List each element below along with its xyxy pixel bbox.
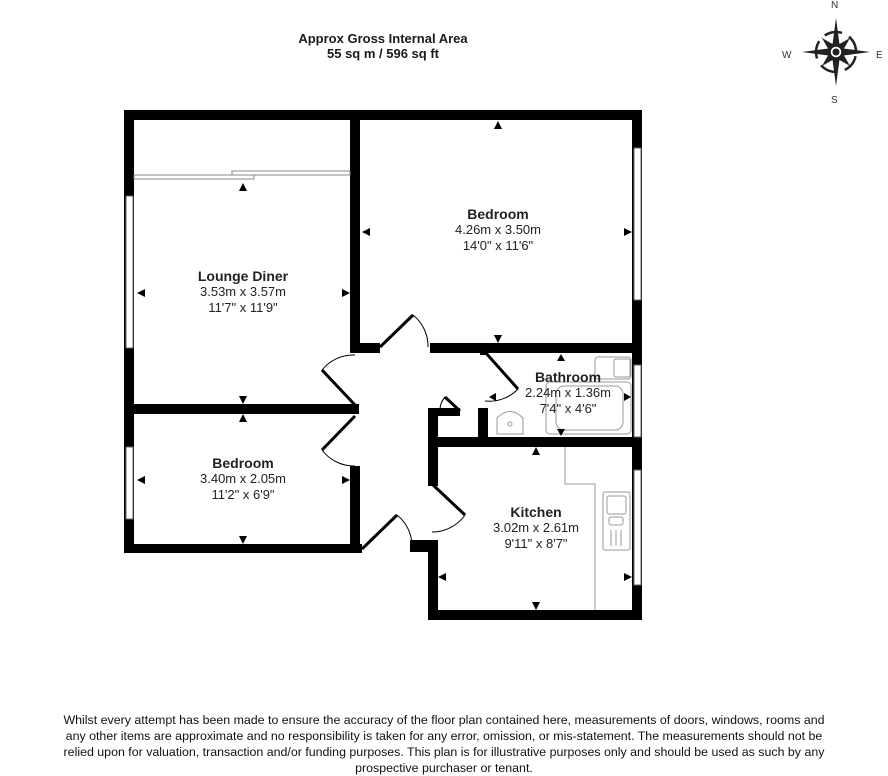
doors xyxy=(320,313,520,551)
room-imperial: 9'11" x 8'7" xyxy=(504,536,568,551)
window-bedroom2 xyxy=(125,446,134,520)
bathroom-fixtures xyxy=(496,356,632,435)
disclaimer: Whilst every attempt has been made to en… xyxy=(0,712,888,776)
gross-area-heading: Approx Gross Internal Area xyxy=(298,31,468,46)
room-metric: 2.24m x 1.36m xyxy=(525,385,611,400)
gross-area-title: Approx Gross Internal Area 55 sq m / 596… xyxy=(230,31,536,61)
room-metric: 3.02m x 2.61m xyxy=(493,520,579,535)
disclaimer-line: Whilst every attempt has been made to en… xyxy=(63,713,825,727)
compass-south: S xyxy=(831,95,838,106)
window-kitchen xyxy=(633,469,642,586)
compass-west: W xyxy=(782,50,792,61)
room-kitchen: Kitchen 3.02m x 2.61m 9'11" x 8'7" xyxy=(493,504,579,552)
room-name: Bathroom xyxy=(534,369,602,385)
disclaimer-line: relied upon for valuation, transaction a… xyxy=(63,745,825,759)
window-lounge xyxy=(125,195,134,349)
room-lounge-diner: Lounge Diner 3.53m x 3.57m 11'7" x 11'9" xyxy=(198,268,288,316)
disclaimer-line: any other items are approximate and no r… xyxy=(65,729,823,743)
room-bathroom: Bathroom 2.24m x 1.36m 7'4" x 4'6" xyxy=(525,369,611,417)
room-imperial: 11'2" x 6'9" xyxy=(211,487,275,502)
sliding-partition xyxy=(133,170,351,180)
disclaimer-line: prospective purchaser or tenant. xyxy=(355,761,533,775)
room-imperial: 14'0" x 11'6" xyxy=(462,238,534,253)
room-metric: 3.53m x 3.57m xyxy=(199,284,286,299)
window-bedroom1 xyxy=(633,147,642,301)
room-imperial: 7'4" x 4'6" xyxy=(539,401,597,416)
kitchen-fixtures xyxy=(564,447,631,610)
compass-north: N xyxy=(831,0,839,11)
room-name: Lounge Diner xyxy=(197,268,289,284)
room-name: Kitchen xyxy=(510,504,562,520)
room-bedroom-2: Bedroom 3.40m x 2.05m 11'2" x 6'9" xyxy=(200,455,286,503)
compass-rose-icon xyxy=(802,18,870,86)
room-imperial: 11'7" x 11'9" xyxy=(208,300,278,315)
room-name: Bedroom xyxy=(467,206,529,222)
gross-area-value: 55 sq m / 596 sq ft xyxy=(327,46,439,61)
dimension-arrows xyxy=(137,121,632,610)
windows xyxy=(125,147,642,586)
room-metric: 4.26m x 3.50m xyxy=(455,222,541,237)
room-bedroom-1: Bedroom 4.26m x 3.50m 14'0" x 11'6" xyxy=(455,206,541,254)
room-metric: 3.40m x 2.05m xyxy=(200,471,286,486)
room-name: Bedroom xyxy=(212,455,274,471)
window-bathroom xyxy=(633,364,642,438)
compass-east: E xyxy=(876,50,883,61)
